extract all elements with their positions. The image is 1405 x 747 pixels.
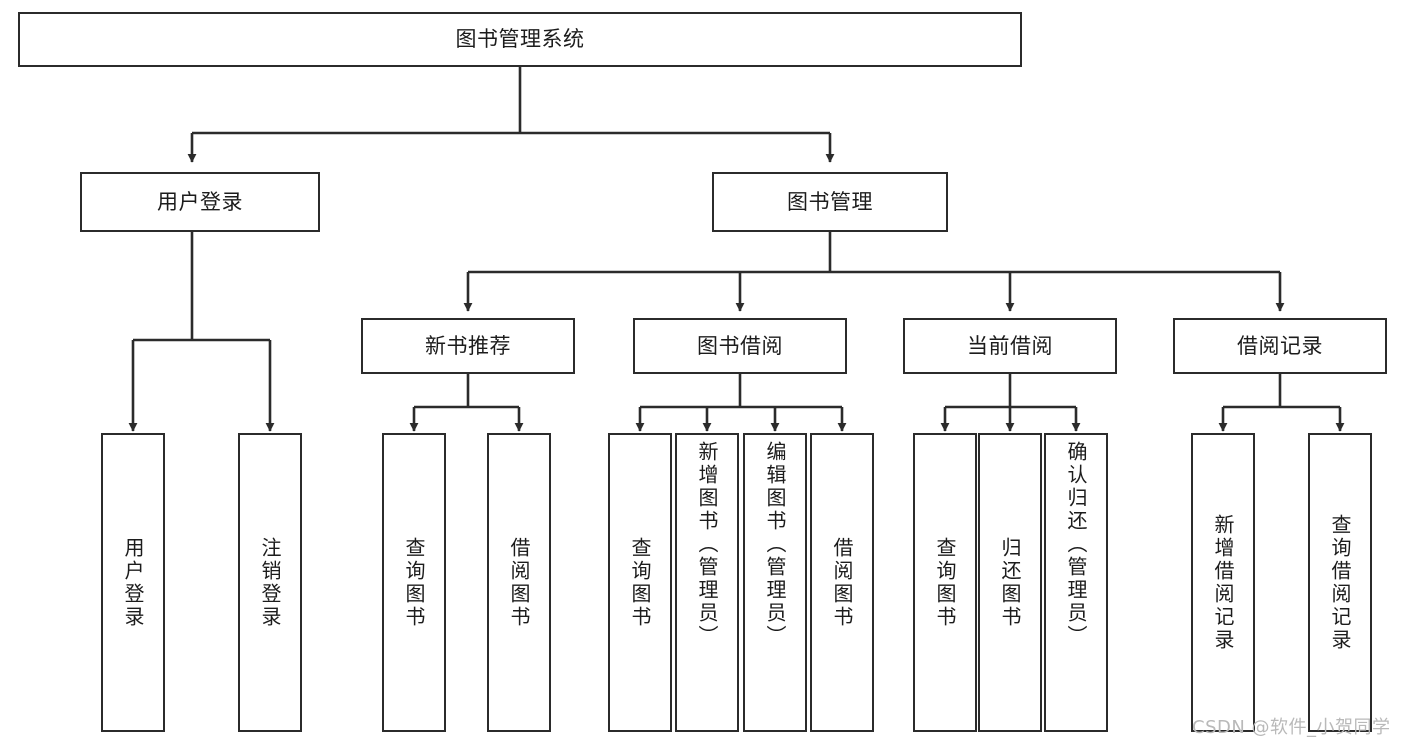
node-leaf-confirm-return-admin-label: 确认归还（管理员） — [1064, 441, 1088, 648]
node-leaf-query-borrow-record-label: 查询借阅记录 — [1328, 513, 1352, 652]
node-leaf-user-login-label: 用户登录 — [121, 536, 145, 629]
node-leaf-return-book-label: 归还图书 — [998, 536, 1022, 629]
node-leaf-query-borrow-record[interactable]: 查询借阅记录 — [1308, 433, 1372, 732]
node-leaf-borrow-book-2-label: 借阅图书 — [830, 536, 854, 629]
node-leaf-query-book-1[interactable]: 查询图书 — [382, 433, 446, 732]
node-user-login[interactable]: 用户登录 — [80, 172, 320, 232]
node-current-borrow[interactable]: 当前借阅 — [903, 318, 1117, 374]
node-leaf-add-borrow-record-label: 新增借阅记录 — [1211, 513, 1235, 652]
node-leaf-query-book-3[interactable]: 查询图书 — [913, 433, 977, 732]
node-leaf-query-book-1-label: 查询图书 — [402, 536, 426, 629]
node-root[interactable]: 图书管理系统 — [18, 12, 1022, 67]
node-leaf-user-login[interactable]: 用户登录 — [101, 433, 165, 732]
node-leaf-add-book-admin[interactable]: 新增图书（管理员） — [675, 433, 739, 732]
node-leaf-query-book-2[interactable]: 查询图书 — [608, 433, 672, 732]
node-new-book-recommend-label: 新书推荐 — [425, 333, 511, 358]
node-leaf-borrow-book-1-label: 借阅图书 — [507, 536, 531, 629]
node-leaf-confirm-return-admin[interactable]: 确认归还（管理员） — [1044, 433, 1108, 732]
node-leaf-edit-book-admin-label: 编辑图书（管理员） — [763, 441, 787, 648]
node-user-login-label: 用户登录 — [157, 189, 243, 214]
node-leaf-return-book[interactable]: 归还图书 — [978, 433, 1042, 732]
node-book-borrow-label: 图书借阅 — [697, 333, 783, 358]
node-leaf-edit-book-admin[interactable]: 编辑图书（管理员） — [743, 433, 807, 732]
node-root-label: 图书管理系统 — [455, 27, 585, 52]
node-borrow-record[interactable]: 借阅记录 — [1173, 318, 1387, 374]
node-borrow-record-label: 借阅记录 — [1237, 333, 1323, 358]
node-current-borrow-label: 当前借阅 — [967, 333, 1053, 358]
node-leaf-borrow-book-2[interactable]: 借阅图书 — [810, 433, 874, 732]
node-book-manage-label: 图书管理 — [787, 189, 873, 214]
node-leaf-query-book-2-label: 查询图书 — [628, 536, 652, 629]
node-leaf-logout-login[interactable]: 注销登录 — [238, 433, 302, 732]
node-new-book-recommend[interactable]: 新书推荐 — [361, 318, 575, 374]
node-leaf-add-borrow-record[interactable]: 新增借阅记录 — [1191, 433, 1255, 732]
node-leaf-borrow-book-1[interactable]: 借阅图书 — [487, 433, 551, 732]
node-leaf-add-book-admin-label: 新增图书（管理员） — [695, 441, 719, 648]
node-leaf-query-book-3-label: 查询图书 — [933, 536, 957, 629]
node-book-manage[interactable]: 图书管理 — [712, 172, 948, 232]
node-leaf-logout-login-label: 注销登录 — [258, 536, 282, 629]
node-book-borrow[interactable]: 图书借阅 — [633, 318, 847, 374]
